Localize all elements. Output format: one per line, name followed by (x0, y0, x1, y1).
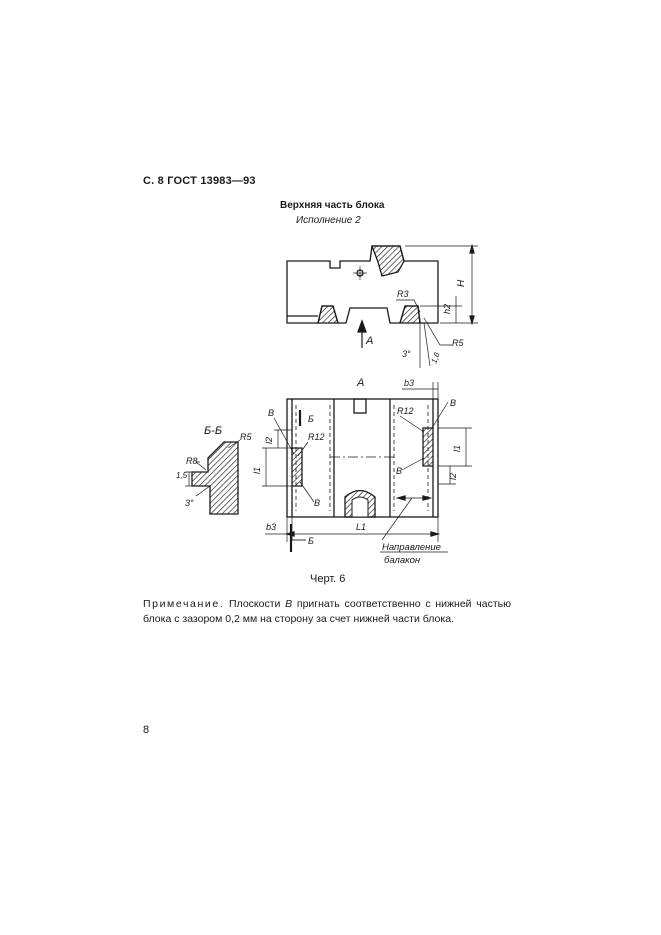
r5-label-top: R5 (452, 338, 464, 348)
direction-label-line1: Направление (382, 542, 441, 553)
figure-caption: Черт. 6 (310, 573, 346, 585)
note-text-after: пригнать соответственно с нижней частью … (143, 598, 511, 625)
plane-b-right-bottom-label: В (396, 466, 402, 476)
view-a-arrow-label: A (365, 335, 373, 347)
plane-b-right-top-label: В (450, 398, 456, 408)
r12-left-label: R12 (308, 432, 325, 442)
plan-view (262, 382, 472, 553)
page-header: С. 8 ГОСТ 13983—93 (143, 175, 256, 187)
note-label: Примечание. (143, 598, 225, 610)
l1-right-label: l1 (452, 445, 462, 452)
l1-left-label: l1 (252, 467, 262, 474)
plane-b-left-bottom-label: В (314, 498, 320, 508)
note-plane: В (285, 598, 293, 610)
h2-label: h2 (442, 304, 452, 314)
L1-label: L1 (356, 522, 366, 532)
drawing-title: Верхняя часть блока (280, 200, 385, 211)
l2-left-label: l2 (264, 437, 274, 444)
dim-1-5-label: 1,5 (176, 471, 188, 480)
front-view (286, 243, 478, 368)
r5-label-section: R5 (240, 432, 252, 442)
r8-label: R8 (186, 456, 198, 466)
angle-3-label-top: 3° (402, 349, 411, 359)
plane-b-left-top-label: В (268, 408, 274, 418)
r12-right-label: R12 (397, 406, 414, 416)
view-a-title-label: A (356, 377, 364, 389)
direction-label-line2: балакон (384, 555, 421, 566)
note: Примечание. Плоскости В пригнать соответ… (143, 597, 511, 627)
l2-right-label: l2 (448, 473, 458, 480)
section-title-label: Б-Б (204, 425, 222, 437)
b3-bottom-label: b3 (266, 522, 276, 532)
drawing-variant: Исполнение 2 (296, 215, 361, 226)
height-label: H (456, 279, 467, 287)
dim-1-6-label: 1,6 (429, 351, 441, 365)
section-mark-bottom-label: Б (308, 536, 314, 546)
section-mark-top-label: Б (308, 414, 314, 424)
note-text-before: Плоскости (224, 598, 286, 610)
b3-top-label: b3 (404, 378, 414, 388)
page-number: 8 (143, 724, 150, 736)
section-view (185, 439, 241, 515)
r3-label: R3 (397, 289, 409, 299)
drawing-labels: A A H h2 R3 R5 3° 1,6 b3 R12 В l1 l2 В В… (176, 279, 467, 566)
angle-3-label-section: 3° (185, 498, 194, 508)
